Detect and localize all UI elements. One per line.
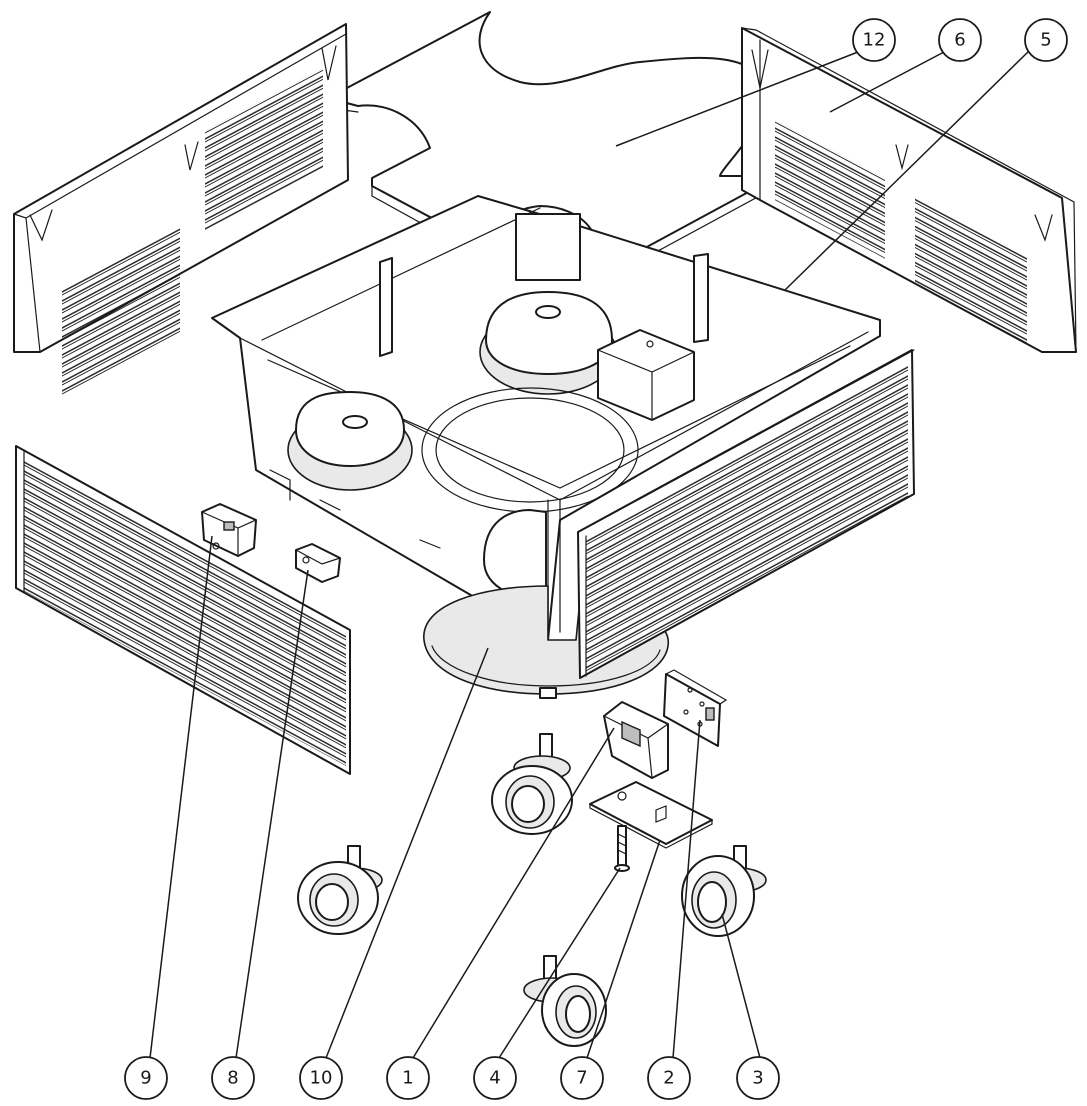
callout-9: 9: [124, 1056, 168, 1100]
leader-lines: [149, 49, 1031, 1059]
callout-6: 6: [938, 18, 982, 62]
callout-label: 7: [576, 1068, 587, 1089]
callout-1: 1: [386, 1056, 430, 1100]
side-panel-right: [741, 27, 1077, 353]
callout-label: 8: [227, 1068, 238, 1089]
callout-12: 12: [852, 18, 896, 62]
callout-4: 4: [473, 1056, 517, 1100]
screw-part-4: [614, 825, 630, 872]
callout-label: 6: [954, 30, 965, 51]
callout-label: 1: [402, 1068, 413, 1089]
mounting-plate-part-7: [589, 781, 713, 849]
caster-right: [681, 845, 767, 937]
callout-5: 5: [1024, 18, 1068, 62]
caster-wheels: [297, 733, 767, 1047]
callout-label: 2: [663, 1068, 674, 1089]
circuit-board-part-2: [663, 669, 728, 747]
sensor-housing-part-1: [603, 701, 669, 779]
front-grille-right: [577, 349, 915, 679]
callout-label: 3: [752, 1068, 763, 1089]
side-panel-left: [13, 23, 349, 399]
caster-front: [523, 955, 607, 1047]
front-grille-left: [15, 445, 351, 775]
callout-2: 2: [647, 1056, 691, 1100]
clip-part-8: [295, 543, 341, 583]
callout-label: 5: [1040, 30, 1051, 51]
callout-10: 10: [299, 1056, 343, 1100]
callout-label: 9: [140, 1068, 151, 1089]
caster-left: [297, 845, 383, 935]
callout-label: 10: [310, 1068, 333, 1089]
bracket-part-9: [201, 503, 257, 557]
caster-rear: [491, 733, 573, 835]
callout-8: 8: [211, 1056, 255, 1100]
callout-label: 12: [863, 30, 886, 51]
callout-3: 3: [736, 1056, 780, 1100]
callout-7: 7: [560, 1056, 604, 1100]
callout-label: 4: [489, 1068, 500, 1089]
fan-housings: [287, 291, 695, 601]
